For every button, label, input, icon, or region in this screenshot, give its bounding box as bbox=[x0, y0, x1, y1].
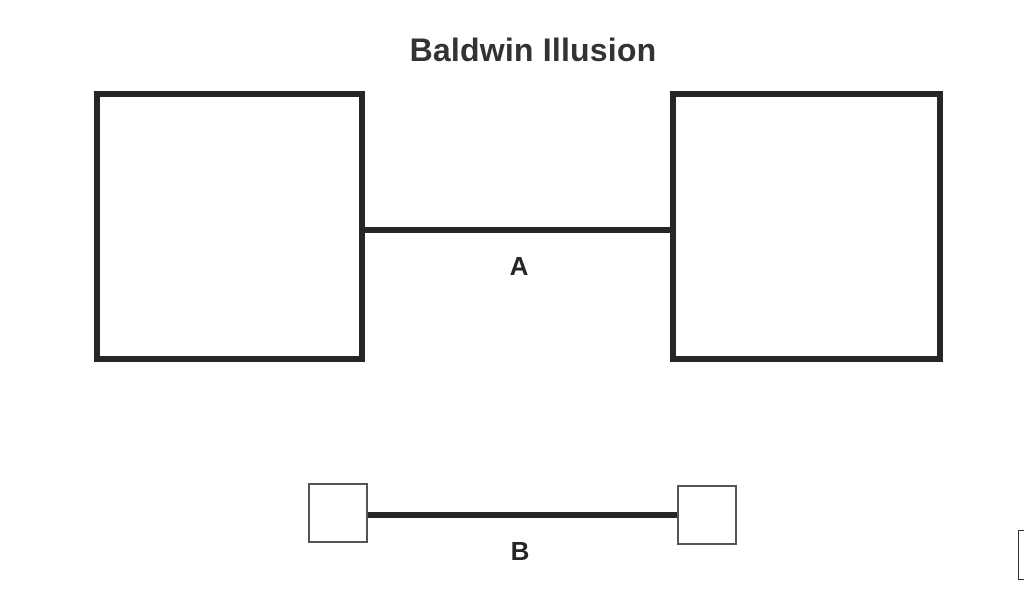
figure-a-left-square bbox=[94, 91, 365, 362]
figure-b-connecting-line bbox=[368, 512, 677, 518]
figure-b-right-square bbox=[677, 485, 737, 545]
figure-b-label: B bbox=[510, 536, 530, 566]
cropped-edge-mark bbox=[1018, 530, 1024, 580]
figure-b-left-square bbox=[308, 483, 368, 543]
figure-a-label: A bbox=[509, 251, 529, 281]
figure-a-right-square bbox=[670, 91, 943, 362]
diagram-title: Baldwin Illusion bbox=[409, 32, 657, 68]
figure-a-connecting-line bbox=[365, 227, 670, 233]
